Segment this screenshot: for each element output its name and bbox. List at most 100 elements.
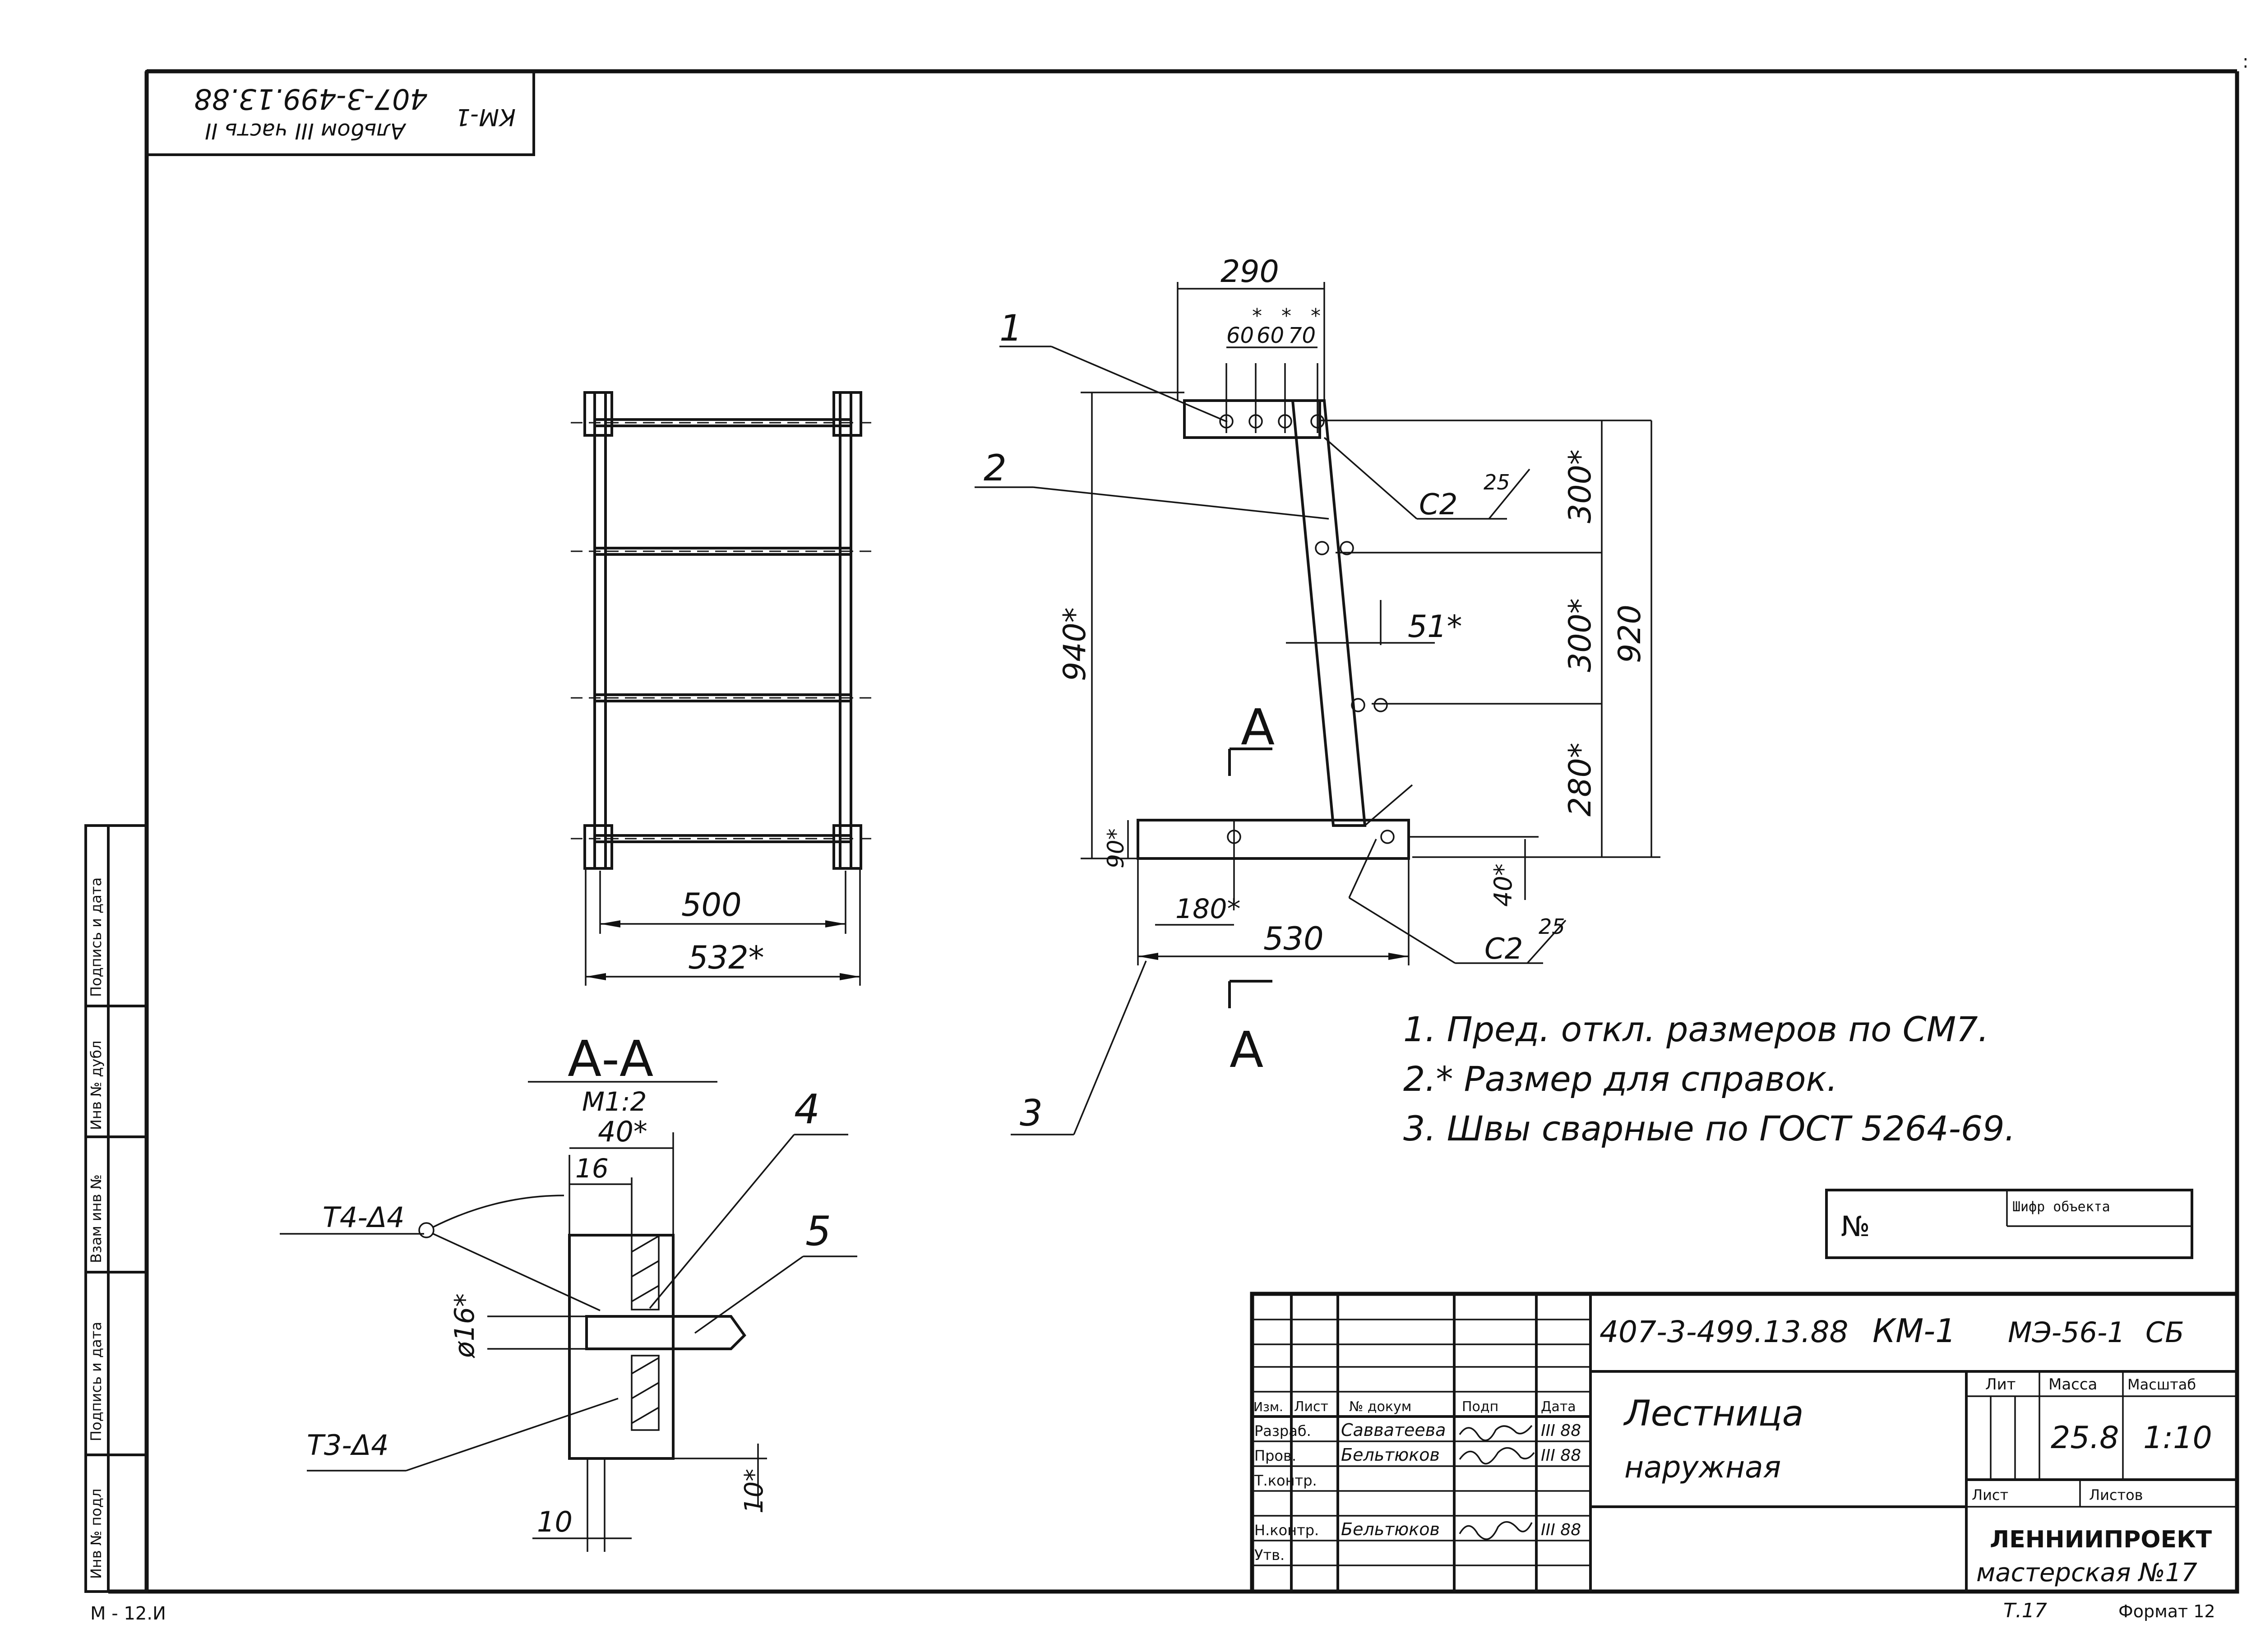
- side-weld-bottom-size: 25: [1539, 914, 1565, 939]
- side-dim-300-mid: 300*: [1563, 598, 1598, 672]
- tb-doc-type: СБ: [2145, 1316, 2184, 1349]
- section-dim-slot: 16: [575, 1153, 609, 1184]
- tb-row-role-4: Утв.: [1254, 1546, 1285, 1564]
- side-dim-280: 280*: [1563, 743, 1598, 817]
- side-dim-spacing-mark-3: *: [1311, 305, 1321, 328]
- left-margin-boxes: Инв № подл Подпись и дата Взам инв № Инв…: [84, 824, 166, 1624]
- side-dim-300-top: 300*: [1563, 449, 1598, 523]
- side-callout-1: 1: [999, 307, 1022, 349]
- section-aa: А-А М1:2 ø16* 40* 16 10 10* Т4-Δ: [280, 1030, 857, 1552]
- tb-row-name-1: Бельтюков: [1341, 1445, 1440, 1465]
- tb-sheet-code: КМ-1: [1872, 1312, 1956, 1350]
- tb-org-name: ЛЕННИИПРОЕКТ: [1990, 1526, 2212, 1553]
- side-callout-2: 2: [984, 447, 1007, 489]
- corner-mark: :: [2242, 51, 2248, 72]
- side-dim-spacing-1: 60: [1226, 323, 1254, 348]
- general-notes: 1. Пред. откл. размеров по СМ7. 2.* Разм…: [1403, 1009, 2016, 1149]
- tb-row-date-0: III 88: [1541, 1421, 1581, 1440]
- section-dim-hole: ø16*: [449, 1293, 481, 1358]
- object-number-label: №: [1841, 1210, 1870, 1243]
- tb-row-date-3: III 88: [1541, 1521, 1581, 1539]
- tb-row-role-0: Разраб.: [1254, 1422, 1311, 1440]
- section-mark-top: A: [1241, 698, 1275, 756]
- margin-box-label-2: Взам инв №: [88, 1174, 105, 1263]
- format-label: Формат 12: [2118, 1601, 2215, 1621]
- tb-scale-value: 1:10: [2143, 1420, 2212, 1456]
- rotated-stamp: КМ-1 Альбом III часть II 407-3-499.13.88: [145, 70, 535, 156]
- side-dim-51: 51*: [1408, 609, 1462, 645]
- tb-hdr-mass: Масса: [2048, 1375, 2097, 1394]
- section-dim-right: 10*: [740, 1469, 769, 1514]
- tb-row-role-3: Н.контр.: [1254, 1522, 1319, 1539]
- section-dim-bottom: 10: [537, 1505, 573, 1538]
- side-dim-90: 90*: [1103, 828, 1129, 868]
- tb-hdr-sheet: Лист: [1972, 1486, 2008, 1504]
- tb-row-date-1: III 88: [1541, 1446, 1581, 1465]
- rotated-stamp-line3: КМ-1: [455, 103, 516, 130]
- tb-hdr-docno: № докум: [1349, 1399, 1411, 1415]
- tb-name-line1: Лестница: [1623, 1394, 1804, 1434]
- side-weld-top-size: 25: [1484, 470, 1510, 494]
- side-weld-bottom: C2: [1484, 932, 1523, 966]
- tb-hdr-date: Дата: [1541, 1399, 1576, 1415]
- note-2: 2.* Размер для справок.: [1403, 1059, 1838, 1099]
- side-dim-spacing-mark-1: *: [1252, 305, 1262, 328]
- sheet-ref: Т.17: [2003, 1599, 2047, 1622]
- signature-0: [1459, 1425, 1533, 1441]
- tb-designation: 407-3-499.13.88: [1600, 1315, 1849, 1349]
- margin-box-label-0: Инв № подл: [88, 1489, 105, 1579]
- tb-hdr-sheets: Листов: [2089, 1486, 2143, 1504]
- signature-1: [1459, 1447, 1535, 1465]
- tb-row-role-2: Т.контр.: [1254, 1472, 1317, 1489]
- front-dim-532: 532*: [688, 939, 764, 976]
- margin-box-label-3: Инв № дубл: [88, 1040, 105, 1130]
- section-callout-5: 5: [805, 1208, 831, 1255]
- section-callout-4: 4: [794, 1086, 820, 1133]
- side-view: 940* 90* 290 60 60 70 * * * 300* 300* 28…: [975, 254, 1660, 1135]
- side-dim-290: 290: [1220, 254, 1279, 290]
- tb-part-code: МЭ-56-1: [2008, 1316, 2125, 1349]
- tb-row-name-0: Савватеева: [1341, 1420, 1446, 1440]
- front-dim-500: 500: [681, 886, 742, 923]
- section-aa-scale: М1:2: [582, 1086, 647, 1117]
- object-code-box: № Шифр объекта: [1825, 1189, 2193, 1259]
- tb-hdr-lit: Лит: [1985, 1375, 2016, 1394]
- signature-3: [1459, 1521, 1533, 1540]
- side-dim-spacing-2: 60: [1257, 323, 1284, 348]
- margin-bottom-left-label: М - 12.И: [90, 1603, 166, 1624]
- side-weld-top: C2: [1419, 488, 1457, 521]
- side-dim-spacing-3: 70: [1288, 323, 1316, 348]
- tb-hdr-scale: Масштаб: [2127, 1376, 2196, 1393]
- section-dim-width: 40*: [598, 1115, 647, 1148]
- tb-mass-value: 25.8: [2051, 1420, 2119, 1456]
- side-dim-40: 40*: [1489, 863, 1517, 907]
- note-1: 1. Пред. откл. размеров по СМ7.: [1403, 1009, 1989, 1049]
- section-aa-title: А-А: [568, 1030, 653, 1088]
- side-dim-spacing-mark-2: *: [1281, 305, 1291, 328]
- margin-box-label-1: Подпись и дата: [88, 1322, 105, 1441]
- note-3: 3. Швы сварные по ГОСТ 5264-69.: [1403, 1108, 2016, 1149]
- front-view-ladder: 500 532*: [571, 391, 878, 986]
- side-dim-920: 920: [1612, 605, 1648, 663]
- rotated-stamp-line1: 407-3-499.13.88: [194, 83, 428, 115]
- side-dim-940: 940*: [1057, 607, 1093, 681]
- section-weld-top: Т4-Δ4: [323, 1201, 405, 1234]
- title-block: 407-3-499.13.88 КМ-1 МЭ-56-1 СБ Изм. Лис…: [1250, 1292, 2239, 1594]
- tb-row-role-1: Пров.: [1254, 1447, 1296, 1464]
- bottom-marks: Т.17 Формат 12: [2003, 1599, 2215, 1622]
- tb-hdr-sign: Подп: [1462, 1399, 1498, 1415]
- tb-name-line2: наружная: [1624, 1450, 1781, 1485]
- tb-hdr-izm: Изм.: [1253, 1399, 1283, 1414]
- margin-box-label-4: Подпись и дата: [88, 877, 105, 997]
- rotated-stamp-line2: Альбом III часть II: [205, 118, 407, 143]
- section-weld-bottom: Т3-Δ4: [307, 1429, 389, 1462]
- side-dim-180: 180*: [1175, 893, 1241, 925]
- tb-org-workshop: мастерская №17: [1976, 1558, 2197, 1587]
- section-mark-bottom: A: [1230, 1021, 1263, 1079]
- side-dim-530: 530: [1263, 920, 1324, 957]
- side-callout-3: 3: [1020, 1092, 1043, 1134]
- object-stamp-label: Шифр объекта: [2012, 1199, 2110, 1215]
- tb-row-name-3: Бельтюков: [1341, 1519, 1440, 1539]
- tb-hdr-list: Лист: [1294, 1399, 1328, 1415]
